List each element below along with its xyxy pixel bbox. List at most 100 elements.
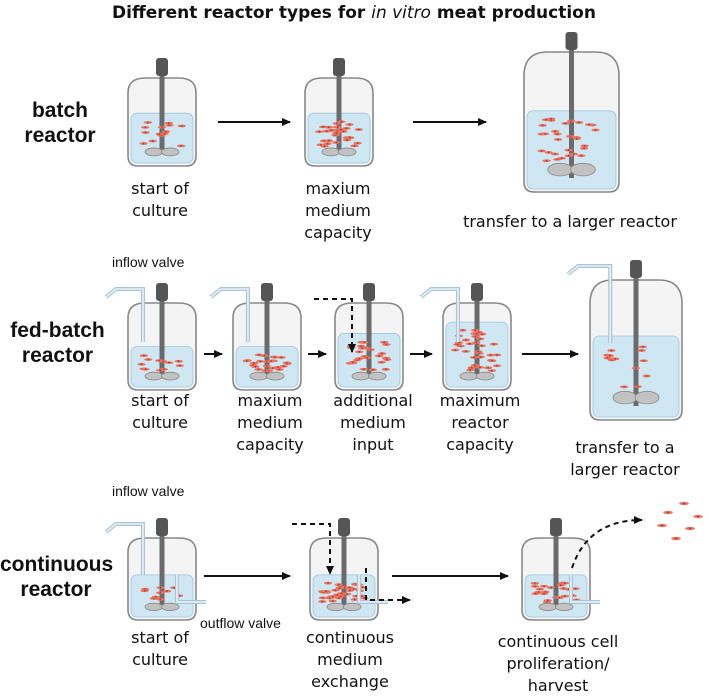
cell bbox=[322, 129, 331, 133]
cell bbox=[381, 367, 391, 371]
cell bbox=[486, 353, 495, 357]
cell bbox=[560, 581, 570, 585]
impeller-blade bbox=[342, 602, 362, 611]
cell bbox=[359, 367, 369, 371]
impeller-blade bbox=[249, 371, 269, 381]
cell bbox=[489, 342, 499, 346]
cell bbox=[574, 121, 584, 124]
cell bbox=[141, 126, 150, 129]
cell bbox=[345, 586, 354, 590]
cell bbox=[553, 132, 562, 136]
cell bbox=[537, 149, 546, 153]
cell bbox=[350, 144, 359, 148]
cell bbox=[322, 590, 331, 593]
cell bbox=[366, 348, 375, 352]
cell bbox=[470, 328, 480, 332]
cell bbox=[346, 346, 356, 350]
reactor-continuous-start bbox=[104, 518, 206, 621]
impeller-blade bbox=[144, 371, 164, 381]
cell bbox=[469, 356, 479, 359]
cell bbox=[642, 374, 651, 378]
impeller-blade bbox=[144, 602, 164, 611]
cell bbox=[137, 362, 146, 366]
cell bbox=[324, 139, 334, 143]
cell bbox=[619, 385, 629, 389]
stirrer-shaft bbox=[159, 297, 165, 376]
motor bbox=[156, 518, 168, 536]
reactor-continuous-harvest bbox=[521, 518, 600, 621]
cell bbox=[638, 345, 648, 349]
impeller-blade bbox=[367, 371, 387, 381]
cell bbox=[156, 598, 165, 601]
cell bbox=[355, 350, 364, 354]
impeller-blade bbox=[475, 371, 495, 381]
cell bbox=[334, 583, 343, 587]
impeller-blade bbox=[538, 602, 558, 611]
caption-fedbatch-start: start of culture bbox=[131, 391, 189, 432]
arrow-continuous-harvest bbox=[571, 516, 643, 569]
impeller-blade bbox=[326, 602, 346, 611]
cell bbox=[156, 586, 165, 590]
outflow-valve-inner bbox=[570, 574, 600, 603]
cell bbox=[254, 367, 263, 371]
stirrer-shaft bbox=[336, 72, 342, 152]
impeller-blade bbox=[144, 147, 164, 157]
caption-continuous-harvest: continuous cell proliferation/ harvest bbox=[497, 632, 619, 695]
cell bbox=[337, 120, 346, 124]
cell bbox=[475, 337, 485, 341]
cell bbox=[541, 590, 550, 594]
cell bbox=[569, 152, 578, 156]
cell bbox=[267, 359, 276, 363]
stirrer-shaft bbox=[159, 72, 165, 152]
impeller-blade bbox=[612, 390, 638, 405]
cell bbox=[333, 125, 342, 129]
impeller-blade bbox=[160, 602, 180, 611]
cell bbox=[553, 138, 563, 141]
caption-continuous-exchange: continuous medium exchange bbox=[306, 628, 394, 691]
cell bbox=[140, 589, 149, 593]
motor bbox=[630, 260, 642, 278]
cell bbox=[353, 141, 362, 145]
cell bbox=[555, 596, 564, 599]
cell bbox=[176, 144, 186, 148]
cell bbox=[530, 584, 540, 588]
stirrer-shaft bbox=[264, 297, 270, 376]
cell bbox=[472, 341, 481, 345]
cell bbox=[633, 385, 642, 389]
cell bbox=[546, 117, 556, 121]
cell bbox=[165, 123, 174, 127]
cell bbox=[377, 360, 386, 364]
reactor-fedbatch-start bbox=[104, 283, 197, 391]
cell bbox=[357, 344, 366, 348]
cell bbox=[631, 366, 641, 370]
cell bbox=[277, 356, 286, 359]
motor bbox=[471, 283, 483, 301]
stirrer-shaft bbox=[341, 532, 347, 606]
reactor-batch-max bbox=[304, 58, 374, 167]
cell bbox=[174, 359, 183, 363]
cell bbox=[328, 599, 337, 603]
cell bbox=[141, 367, 150, 371]
motor bbox=[156, 283, 168, 301]
impeller-blade bbox=[547, 162, 573, 177]
cell bbox=[139, 142, 148, 145]
stirrer-shaft bbox=[159, 532, 165, 606]
cell bbox=[348, 360, 358, 364]
reactor-batch-large bbox=[523, 32, 620, 193]
cell bbox=[328, 595, 337, 599]
cell bbox=[143, 121, 153, 124]
cell bbox=[579, 146, 589, 150]
cell bbox=[580, 144, 589, 148]
cell bbox=[164, 361, 174, 365]
cell bbox=[345, 123, 354, 126]
harvested-cell bbox=[693, 514, 703, 519]
cell bbox=[611, 357, 620, 361]
impeller-blade bbox=[160, 371, 180, 381]
cell bbox=[144, 358, 153, 361]
cell bbox=[355, 357, 364, 361]
row-label-fedbatch: fed-batch reactor bbox=[10, 319, 105, 367]
cell bbox=[487, 359, 497, 363]
cell bbox=[251, 365, 260, 369]
cell bbox=[530, 581, 540, 585]
